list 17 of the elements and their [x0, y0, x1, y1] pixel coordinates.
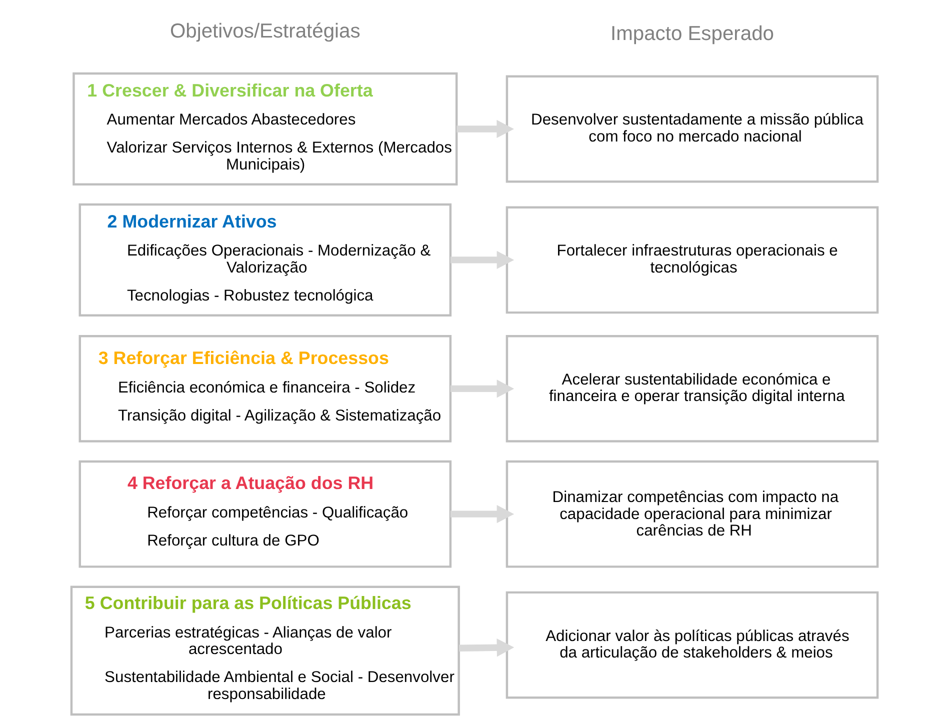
node-box: Fortalecer infraestruturas operacionais e tecnológicas [505, 206, 878, 314]
node-box: Adicionar valor às políticas públicas através da articulação de stakeholders & meios [505, 591, 878, 699]
node-box: Desenvolver sustentadamente a missão pública com foco no mercado nacional [505, 75, 878, 183]
node-box: 1 Crescer & Diversificar na Oferta Aumentar Mercados Abastecedores Valorizar Serviços Internos & Externos (Mercados Municipais) [72, 72, 458, 186]
label: Impacto Esperado [610, 22, 774, 45]
arrow [450, 504, 514, 524]
arrow [450, 250, 514, 270]
arrow [456, 120, 514, 138]
node-box: 4 Reforçar a Atuação dos RH Reforçar competências - Qualificação Reforçar cultura de GPO [78, 460, 452, 568]
node-box: Acelerar sustentabilidade económica e financeira e operar transição digital interna [505, 334, 878, 442]
arrow [450, 380, 514, 398]
node-box: 2 Modernizar Ativos Edificações Operacionais - Modernização & Valorização Tecnologias - Robustez tecnológica [78, 203, 452, 316]
node-box: 3 Reforçar Eficiência & Processos Eficiência económica e financeira - Solidez Transição digital - Agilização & Sistematização [78, 334, 452, 442]
label: Objetivos/Estratégias [169, 20, 360, 43]
arrow [458, 638, 514, 657]
node-box: 5 Contribuir para as Políticas Públicas Parcerias estratégicas - Alianças de valor acrescentado Sustentabilidade Ambiental e Social - Desenvolver responsabilidade [70, 586, 460, 716]
node-box: Dinamizar competências com impacto na capacidade operacional para minimizar carências de RH [505, 460, 878, 568]
